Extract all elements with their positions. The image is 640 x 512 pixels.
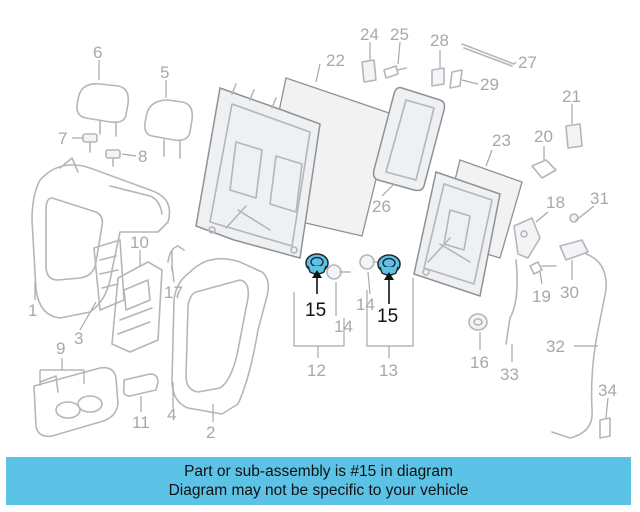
callout-33: 33: [500, 365, 519, 384]
callout-2: 2: [206, 423, 215, 442]
callout-34: 34: [598, 381, 617, 400]
bracket-20: [531, 159, 557, 179]
callout-18: 18: [546, 193, 565, 212]
cable-32: [551, 253, 607, 439]
callout-25: 25: [390, 25, 409, 44]
banner-line-1: Part or sub-assembly is #15 in diagram: [184, 463, 453, 480]
callout-13: 13: [379, 361, 398, 380]
callout-26: 26: [372, 197, 391, 216]
parts-diagram: 1 2 3 4 5 6 7 8 9 10 11 12 13 14 14 15 1…: [28, 25, 617, 442]
clip-29: [449, 69, 463, 89]
callout-19: 19: [532, 287, 551, 306]
clip-16: [468, 313, 488, 331]
callout-20: 20: [534, 127, 553, 146]
bolt-14-right: [359, 254, 381, 270]
seat-back-cushion-2: [171, 257, 270, 415]
seat-frame-left: [195, 83, 321, 259]
callout-6: 6: [93, 43, 102, 62]
callout-31: 31: [590, 189, 609, 208]
bolt-14-left: [326, 264, 351, 280]
bolt-31: [569, 213, 585, 223]
leader-15: [312, 270, 394, 304]
guide-7: [82, 133, 98, 153]
callout-5: 5: [160, 63, 169, 82]
callout-15-left: 15: [305, 300, 326, 321]
headrest-6: [76, 83, 130, 137]
callout-14-left: 14: [334, 317, 353, 336]
info-banner: Part or sub-assembly is #15 in diagram D…: [6, 457, 631, 505]
clip-34: [599, 417, 611, 439]
callout-30: 30: [560, 283, 579, 302]
screw-25: [383, 65, 407, 79]
clip-24: [361, 59, 377, 83]
callout-21: 21: [562, 87, 581, 106]
strap-27: [461, 43, 515, 67]
banner-line-2: Diagram may not be specific to your vehi…: [168, 482, 469, 499]
callout-12: 12: [307, 361, 326, 380]
callout-11: 11: [132, 413, 150, 432]
callout-29: 29: [480, 75, 499, 94]
armrest-frame-10: [111, 261, 163, 353]
callout-16: 16: [470, 353, 489, 372]
callout-labels: 1 2 3 4 5 6 7 8 9 10 11 12 13 14 14 15 1…: [28, 25, 617, 442]
callout-9: 9: [56, 339, 65, 358]
latch-18: [513, 217, 541, 259]
callout-27: 27: [518, 53, 537, 72]
bracket-21: [565, 123, 583, 149]
callout-8: 8: [138, 147, 147, 166]
cable-33: [505, 259, 518, 345]
hook-17: [167, 245, 185, 271]
bracket-3: [93, 239, 125, 311]
leader-lines: [34, 41, 609, 422]
callout-22: 22: [326, 51, 345, 70]
callout-7: 7: [58, 129, 67, 148]
callout-24: 24: [360, 25, 379, 44]
callout-14-right: 14: [356, 295, 375, 314]
callout-4: 4: [167, 405, 176, 424]
bolt-19: [529, 261, 557, 275]
callout-3: 3: [74, 329, 83, 348]
callout-1: 1: [28, 301, 37, 320]
seat-back-cushion-1: [31, 157, 171, 319]
handle-30: [559, 239, 589, 261]
seat-frame-right: [413, 171, 501, 297]
callout-23: 23: [492, 131, 511, 150]
callout-10: 10: [130, 233, 149, 252]
panel-26: [372, 86, 446, 192]
cup-holder-9: [33, 366, 119, 438]
callout-32: 32: [546, 337, 565, 356]
guide-8: [105, 149, 121, 167]
headrest-5: [144, 99, 194, 159]
callout-28: 28: [430, 31, 449, 50]
cover-11: [122, 373, 159, 397]
clip-28: [431, 67, 445, 87]
callout-15-right: 15: [377, 306, 398, 327]
callout-17: 17: [164, 283, 183, 302]
